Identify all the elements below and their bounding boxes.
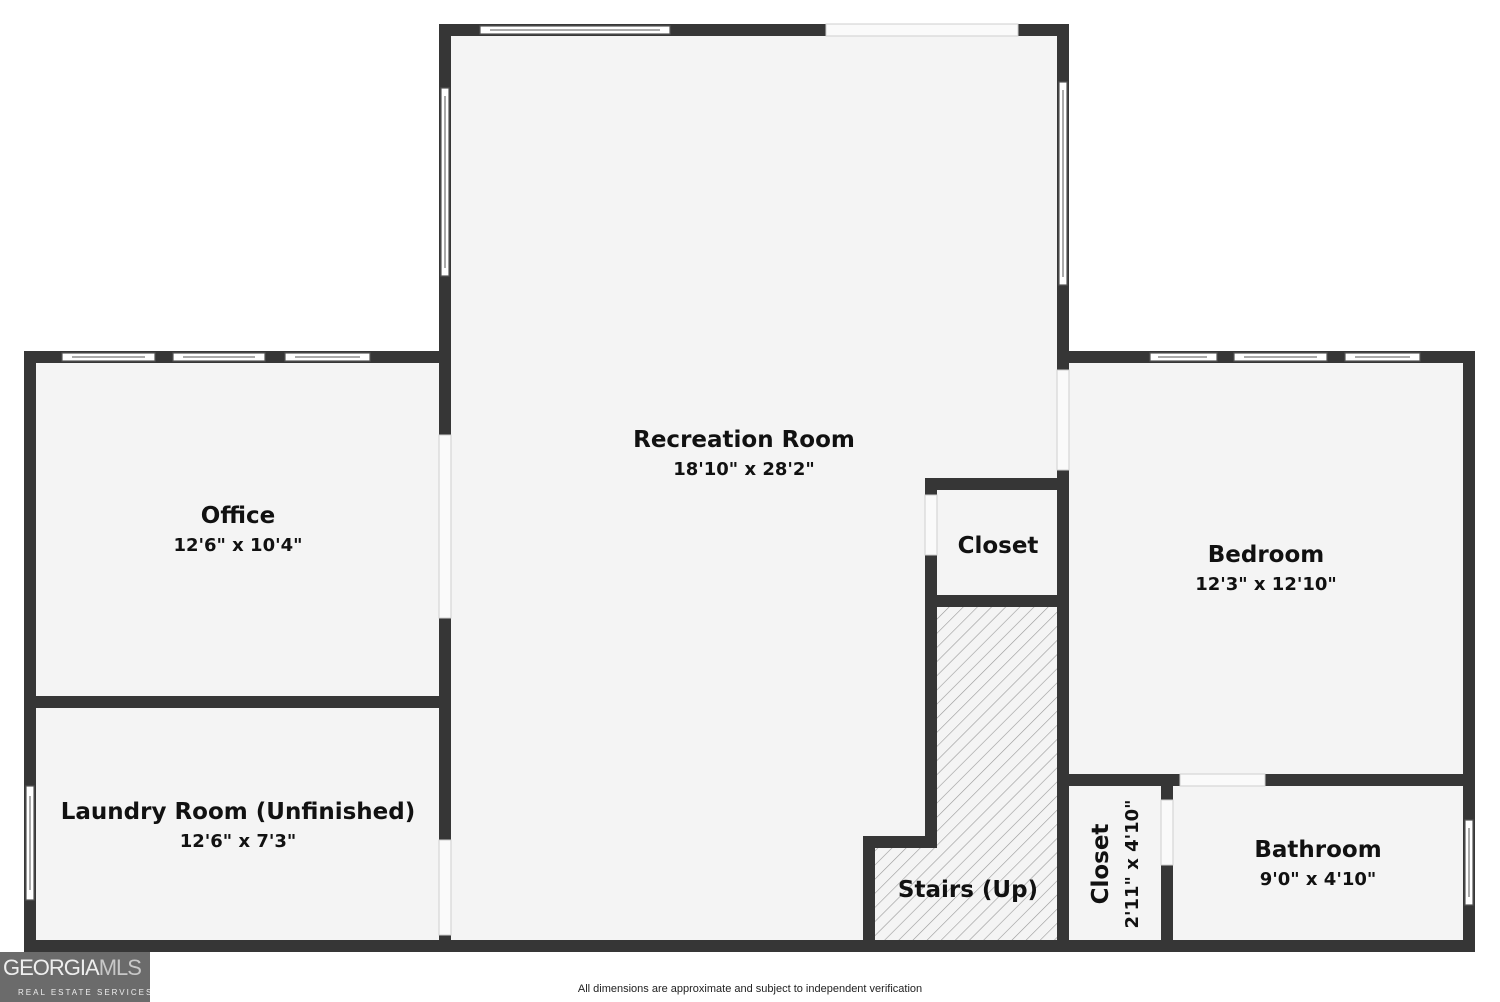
windows (25, 25, 1474, 906)
bathroom-dims: 9'0" x 4'10" (1260, 869, 1377, 890)
bedroom-label: Bedroom (1208, 542, 1325, 568)
closet-2-label: Closet (1088, 824, 1114, 905)
recreation-room-label: Recreation Room (633, 427, 855, 453)
laundry-room-label: Laundry Room (Unfinished) (61, 799, 416, 825)
laundry-room-dims: 12'6" x 7'3" (180, 831, 297, 852)
georgia-mls-logo: GEORGIAMLS REAL ESTATE SERVICES (0, 952, 150, 1002)
closet-2-dims: 2'11" x 4'10" (1122, 799, 1143, 928)
closet-label: Closet (958, 533, 1039, 559)
stairs-hatch (869, 601, 1063, 946)
bedroom-bath-floor (1063, 357, 1469, 946)
logo-tagline: REAL ESTATE SERVICES (18, 988, 150, 997)
logo-text-mls: MLS (98, 955, 142, 980)
recreation-room-dims: 18'10" x 28'2" (673, 459, 815, 480)
office-dims: 12'6" x 10'4" (173, 535, 302, 556)
stairs-label: Stairs (Up) (898, 877, 1038, 903)
office-label: Office (201, 503, 275, 529)
logo-text: GEORGIA (3, 955, 100, 980)
bathroom-label: Bathroom (1254, 837, 1381, 863)
openings (438, 23, 1266, 936)
office-laundry-floor (30, 357, 445, 946)
bedroom-dims: 12'3" x 12'10" (1195, 574, 1337, 595)
disclaimer: All dimensions are approximate and subje… (577, 983, 923, 995)
logo-wordmark: GEORGIAMLS (3, 955, 142, 980)
